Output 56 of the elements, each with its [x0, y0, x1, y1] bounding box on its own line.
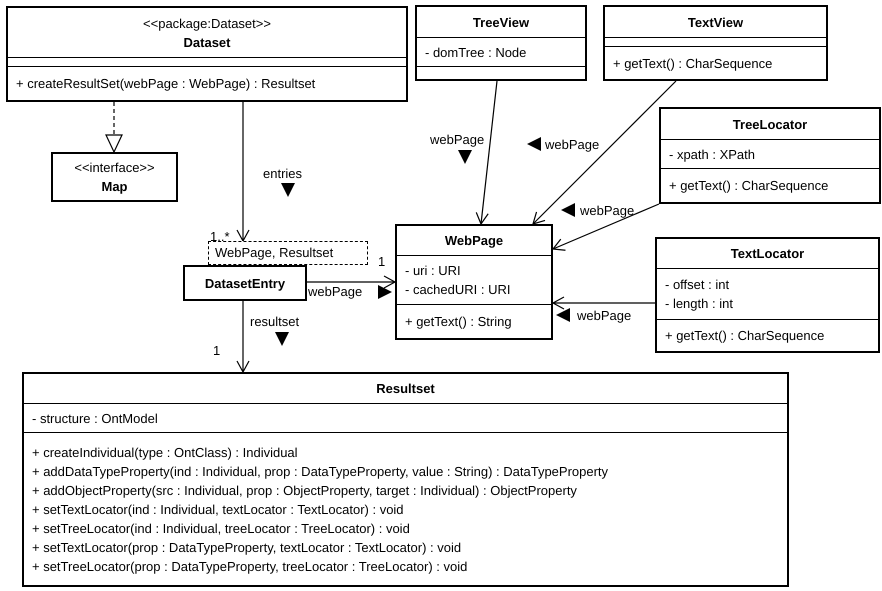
class-box [603, 5, 828, 81]
attribute: - length : int [665, 295, 733, 313]
attribute: - cachedURI : URI [405, 281, 510, 299]
template-parameter-box: WebPage, Resultset [208, 241, 368, 265]
class-name: TextLocator [730, 245, 804, 263]
class-name: DatasetEntry [204, 274, 286, 292]
class-name: TreeView [472, 14, 530, 32]
association-arrow [552, 203, 660, 251]
method: + setTextLocator(prop : DataTypeProperty, textLocator : TextLocator) : void [32, 538, 462, 556]
edge-label: webPage [430, 132, 484, 148]
association-arrow [552, 296, 655, 310]
edge-label: webPage [545, 137, 600, 153]
multiplicity-label: 1 [378, 254, 386, 270]
class-name: Map [102, 178, 128, 196]
class-box [22, 372, 789, 587]
class-box [6, 6, 408, 102]
class-box [51, 152, 178, 202]
method: + addDataTypeProperty(ind : Individual, prop : DataTypeProperty, value : String) : DataTypeProperty [32, 462, 608, 480]
class-name: WebPage [444, 232, 504, 250]
class-box [659, 107, 881, 204]
method: + addObjectProperty(src : Individual, prop : ObjectProperty, target : Individual) : ObjectProperty [32, 482, 577, 500]
multiplicity-label: 1 [213, 343, 220, 359]
method: + getText() : CharSequence [613, 54, 772, 72]
class-box [183, 265, 307, 301]
method: + setTextLocator(ind : Individual, textLocator : TextLocator) : void [32, 500, 404, 518]
attribute: - xpath : XPath [669, 146, 755, 164]
method: + setTreeLocator(ind : Individual, treeLocator : TreeLocator) : void [32, 520, 410, 538]
association-arrow [236, 301, 250, 373]
stereotype: <<package:Dataset>> [143, 14, 271, 32]
method: + getText() : CharSequence [665, 327, 824, 345]
attribute: - domTree : Node [425, 44, 526, 62]
class-name: Dataset [184, 34, 230, 52]
edge-label: resultset [250, 314, 300, 330]
edge-label: webPage [577, 308, 632, 324]
class-name: Resultset [376, 380, 435, 398]
association-arrow [476, 80, 498, 225]
method: + createIndividual(type : OntClass) : Individual [32, 444, 298, 462]
method: + setTreeLocator(prop : DataTypeProperty, treeLocator : TreeLocator) : void [32, 558, 468, 576]
class-box [655, 237, 880, 353]
attribute: - offset : int [665, 276, 730, 294]
edge-label: entries [263, 166, 302, 182]
realization-arrow [105, 102, 123, 153]
method: + createResultSet(webPage : WebPage) : Resultset [16, 75, 316, 93]
association-arrow [532, 80, 676, 225]
class-box [395, 224, 553, 340]
class-name: TreeLocator [732, 116, 808, 134]
attribute: - structure : OntModel [32, 410, 158, 428]
edge-label: webPage [580, 203, 634, 219]
attribute: - uri : URI [405, 262, 461, 280]
stereotype: <<interface>> [74, 159, 155, 177]
method: + getText() : CharSequence [669, 177, 828, 195]
edge-label: webPage [308, 284, 362, 300]
class-name: TextView [688, 14, 744, 32]
method: + getText() : String [405, 313, 512, 331]
class-box [415, 5, 587, 81]
association-arrow [307, 275, 396, 289]
